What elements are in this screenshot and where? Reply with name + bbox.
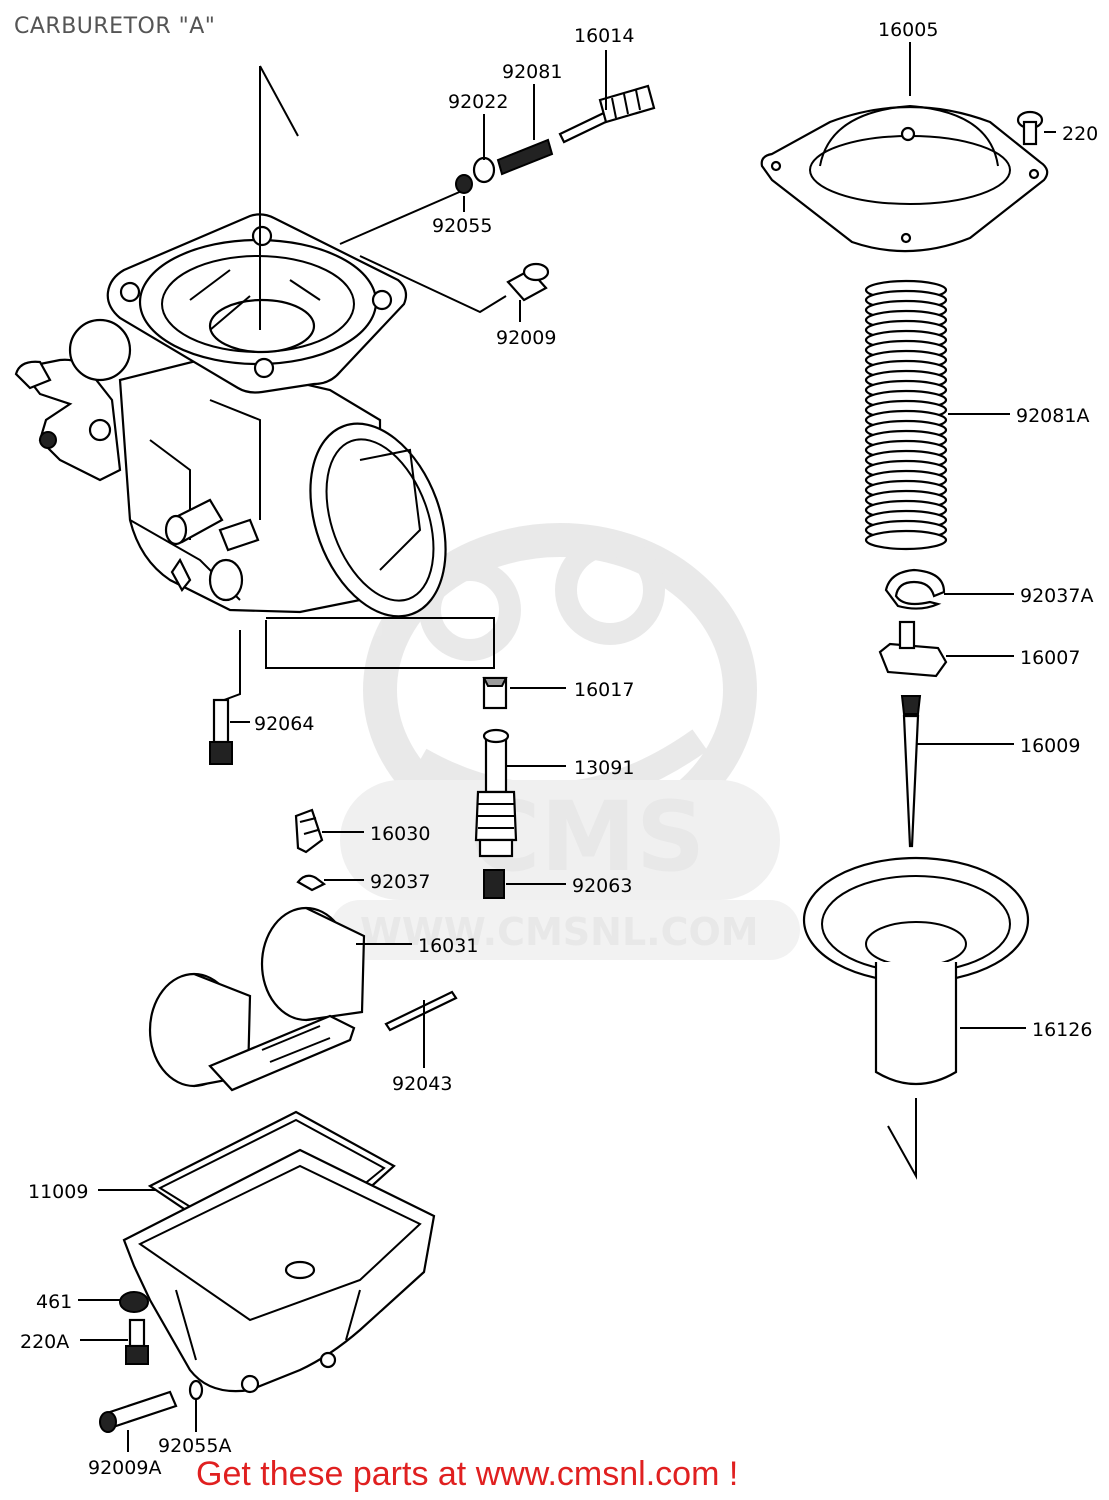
- label-13091: 13091: [574, 757, 634, 779]
- part-16031: [148, 906, 366, 1092]
- part-92063: [483, 869, 505, 899]
- part-92081: [496, 138, 554, 176]
- label-11009: 11009: [28, 1181, 88, 1203]
- label-16126: 16126: [1032, 1019, 1092, 1041]
- part-92043: [384, 990, 458, 1032]
- label-92043: 92043: [392, 1073, 452, 1095]
- spring-coil: [864, 529, 948, 551]
- label-92055: 92055: [432, 215, 492, 237]
- part-220: [1016, 110, 1044, 146]
- part-16014: [558, 84, 656, 144]
- label-92022: 92022: [448, 91, 508, 113]
- label-92009: 92009: [496, 327, 556, 349]
- part-92022: [472, 156, 496, 184]
- label-92063: 92063: [572, 875, 632, 897]
- part-16009: [900, 695, 922, 848]
- diagram-title: CARBURETOR "A": [14, 14, 216, 39]
- guide-lines: [223, 65, 917, 1180]
- part-labels: 16014 92081 92022 92055 92009 16005 220 …: [20, 19, 1098, 1479]
- part-16126: [802, 856, 1030, 1086]
- label-16005: 16005: [878, 19, 938, 41]
- part-16005: [760, 104, 1049, 253]
- part-461: [119, 1291, 149, 1313]
- part-92064: [209, 698, 233, 765]
- label-92081: 92081: [502, 61, 562, 83]
- part-220A: [125, 1318, 149, 1365]
- label-16017: 16017: [574, 679, 634, 701]
- part-92081A: [864, 279, 948, 551]
- label-16030: 16030: [370, 823, 430, 845]
- label-461: 461: [36, 1291, 72, 1313]
- label-92055A: 92055A: [158, 1435, 231, 1457]
- part-16007: [878, 620, 948, 678]
- part-13091: [474, 728, 518, 858]
- label-16009: 16009: [1020, 735, 1080, 757]
- label-16031: 16031: [418, 935, 478, 957]
- part-92037A: [884, 568, 946, 610]
- watermark-site: WWW.CMSNL.COM: [360, 910, 759, 954]
- label-92037: 92037: [370, 871, 430, 893]
- footer-parts-link[interactable]: Get these parts at www.cmsnl.com !: [196, 1455, 739, 1493]
- label-92064: 92064: [254, 713, 314, 735]
- leader-lines: [78, 42, 1056, 1452]
- part-16030: [294, 808, 324, 854]
- float-bowl: [122, 1148, 436, 1394]
- carburetor-body: [14, 213, 447, 618]
- part-92055: [455, 174, 473, 194]
- part-92055A: [188, 1379, 204, 1401]
- label-92037A: 92037A: [1020, 585, 1093, 607]
- label-16014: 16014: [574, 25, 634, 47]
- label-92081A: 92081A: [1016, 405, 1089, 427]
- label-220: 220: [1062, 123, 1098, 145]
- part-92009A: [99, 1390, 178, 1433]
- label-92009A: 92009A: [88, 1457, 161, 1479]
- label-16007: 16007: [1020, 647, 1080, 669]
- part-16017: [482, 676, 508, 710]
- part-92009: [506, 262, 550, 302]
- label-220A: 220A: [20, 1331, 69, 1353]
- part-92037: [296, 874, 327, 892]
